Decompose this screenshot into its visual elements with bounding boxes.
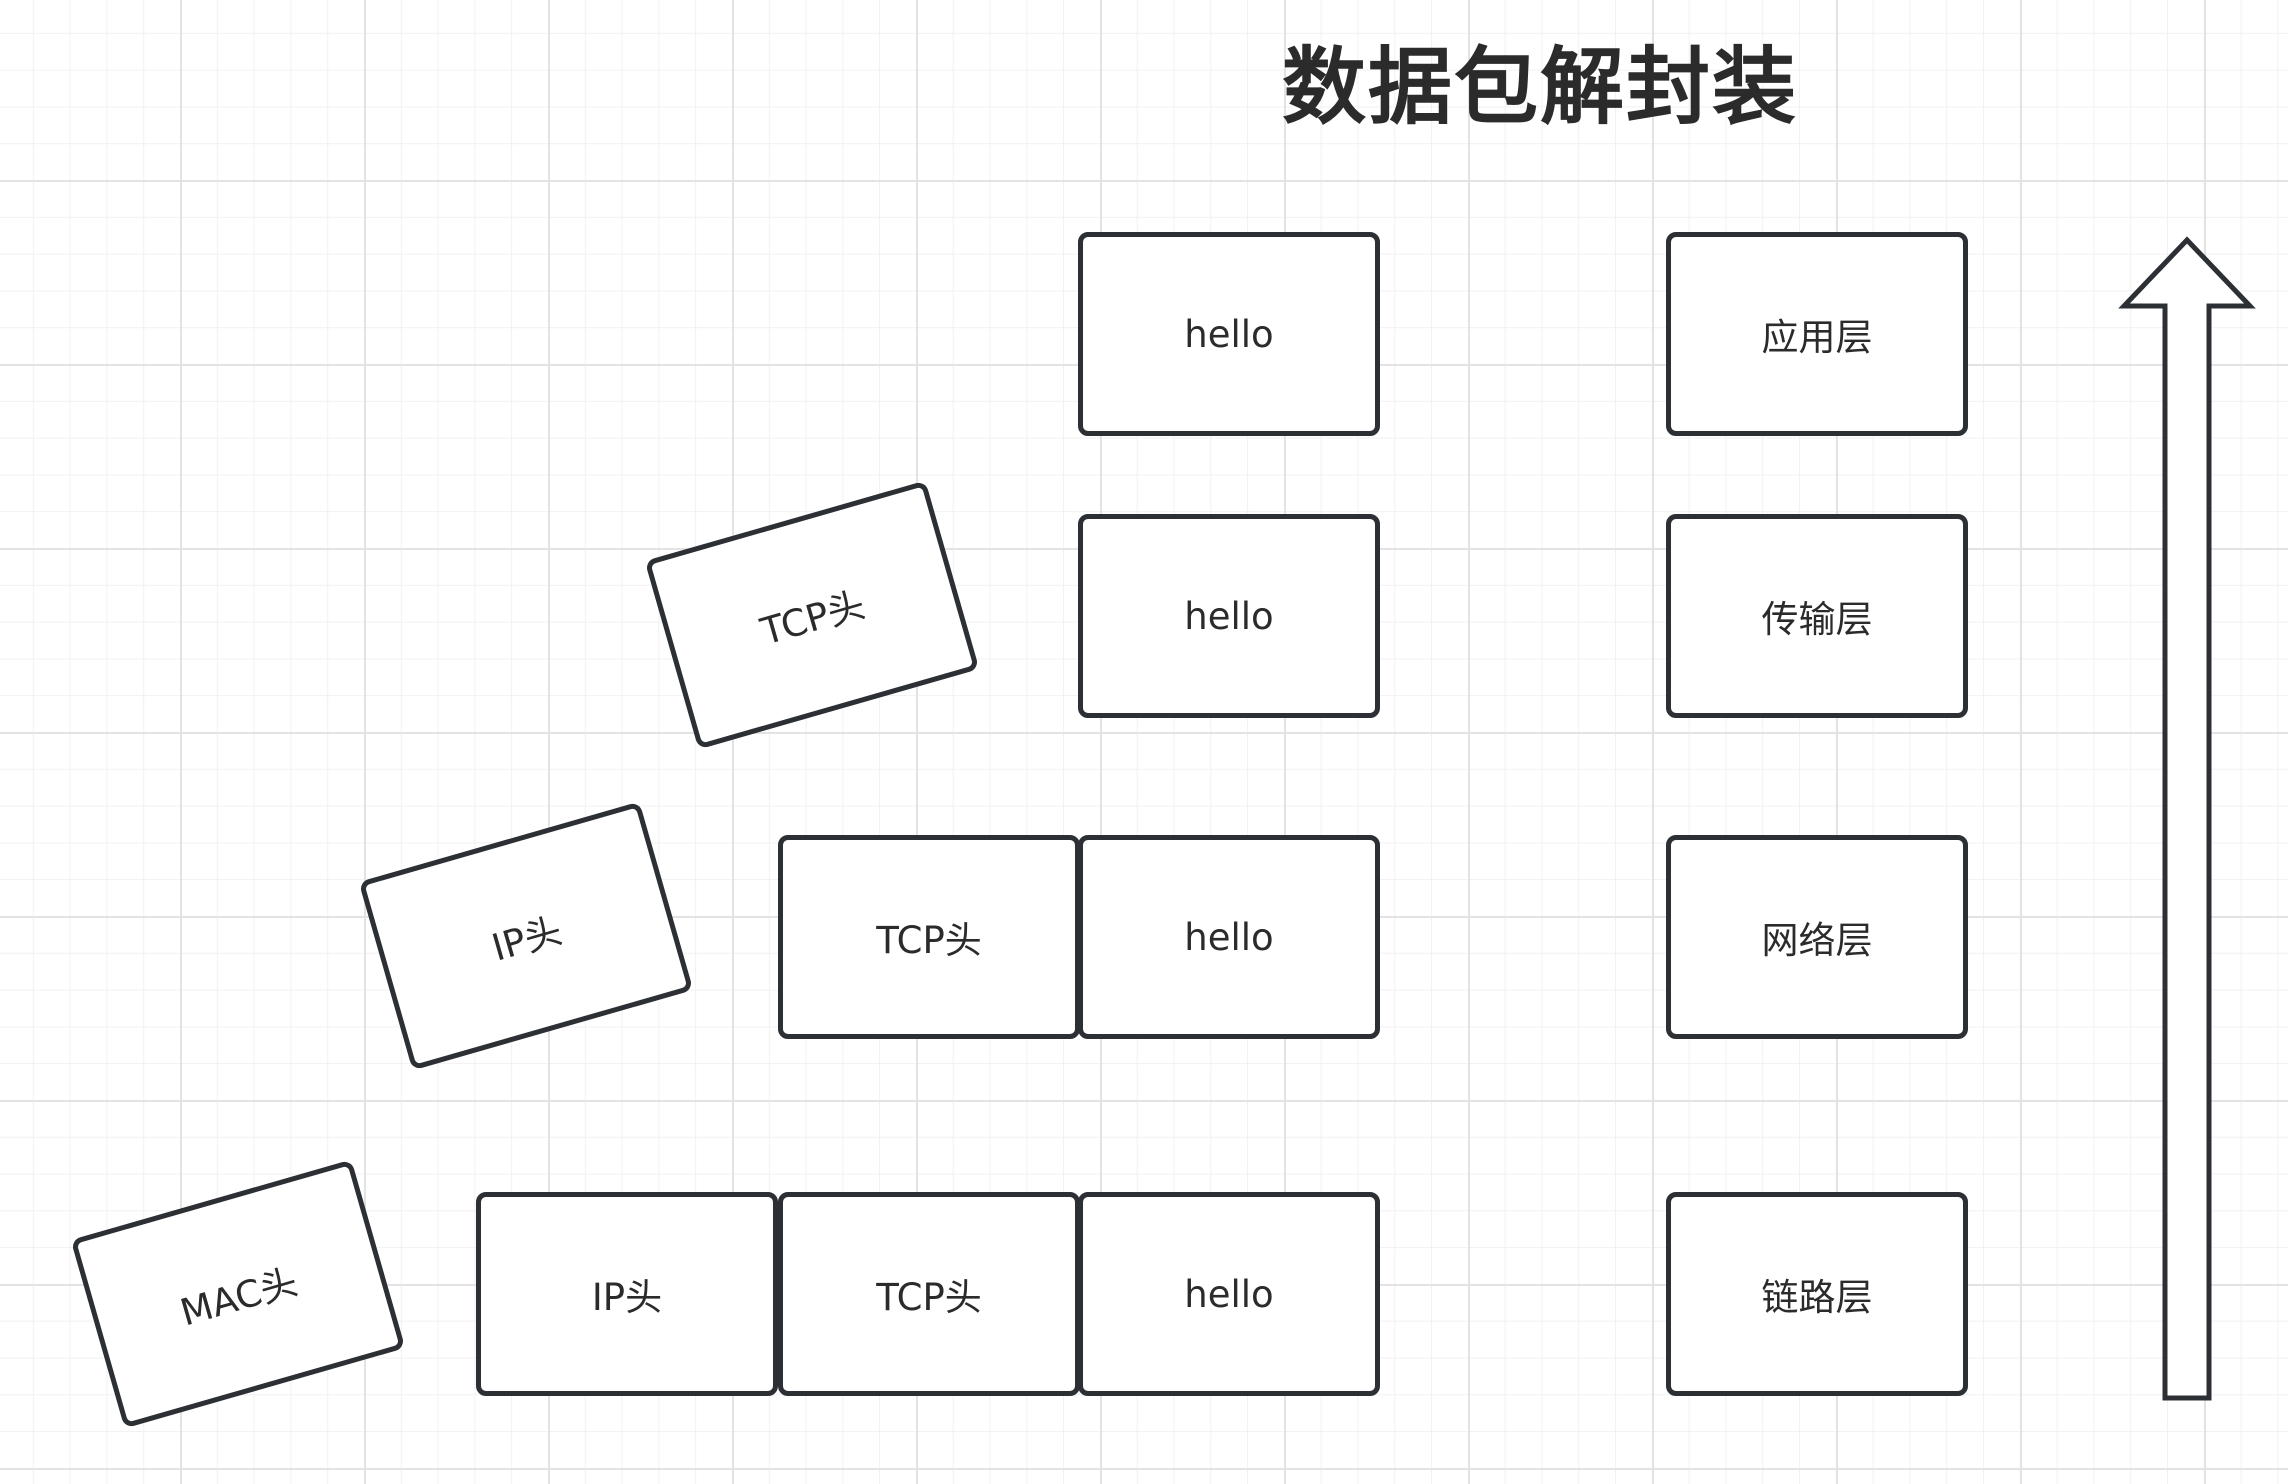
app-layer-label: 应用层 (1666, 232, 1968, 436)
transport-tcp-header-detached: TCP头 (644, 480, 980, 750)
link-layer-label: 链路层 (1666, 1192, 1968, 1396)
transport-hello-block: hello (1078, 514, 1380, 718)
link-tcp-header-block: TCP头 (778, 1192, 1080, 1396)
network-hello-block: hello (1078, 835, 1380, 1039)
transport-layer-label: 传输层 (1666, 514, 1968, 718)
link-mac-header-detached: MAC头 (70, 1159, 406, 1429)
network-ip-header-detached: IP头 (358, 801, 694, 1071)
diagram-title: 数据包解封装 (1281, 38, 1798, 136)
network-tcp-header-block: TCP头 (778, 835, 1080, 1039)
app-hello-block: hello (1078, 232, 1380, 436)
link-ip-header-block: IP头 (476, 1192, 778, 1396)
link-hello-block: hello (1078, 1192, 1380, 1396)
network-layer-label: 网络层 (1666, 835, 1968, 1039)
up-arrow-icon (2118, 236, 2256, 1401)
